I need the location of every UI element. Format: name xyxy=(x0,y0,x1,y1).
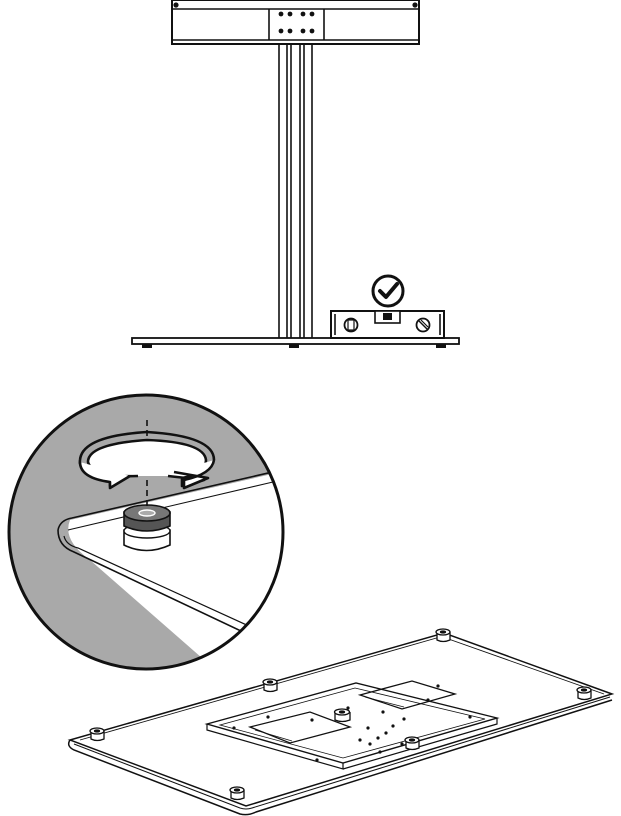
foot-center xyxy=(333,708,351,723)
checkmark-level-icon xyxy=(371,274,405,308)
foot-6 xyxy=(404,736,420,751)
adjustable-foot xyxy=(123,504,171,552)
foot-4 xyxy=(89,727,105,742)
stand-leveling-panel xyxy=(131,0,460,348)
foot-1 xyxy=(262,678,278,693)
rotate-arrow-icon xyxy=(78,430,216,490)
base-plate-feet-panel xyxy=(67,628,615,816)
center-bracket xyxy=(204,680,500,770)
foot-5 xyxy=(229,786,245,801)
plate-feet xyxy=(89,628,592,801)
mounting-bracket xyxy=(171,0,420,45)
foot-2 xyxy=(435,628,451,643)
stand-column xyxy=(278,44,313,338)
bracket-holes xyxy=(278,11,315,34)
spirit-level xyxy=(330,310,445,339)
foot-3 xyxy=(576,686,592,701)
stand-base xyxy=(131,337,460,348)
foot-adjust-detail-panel xyxy=(7,393,285,671)
